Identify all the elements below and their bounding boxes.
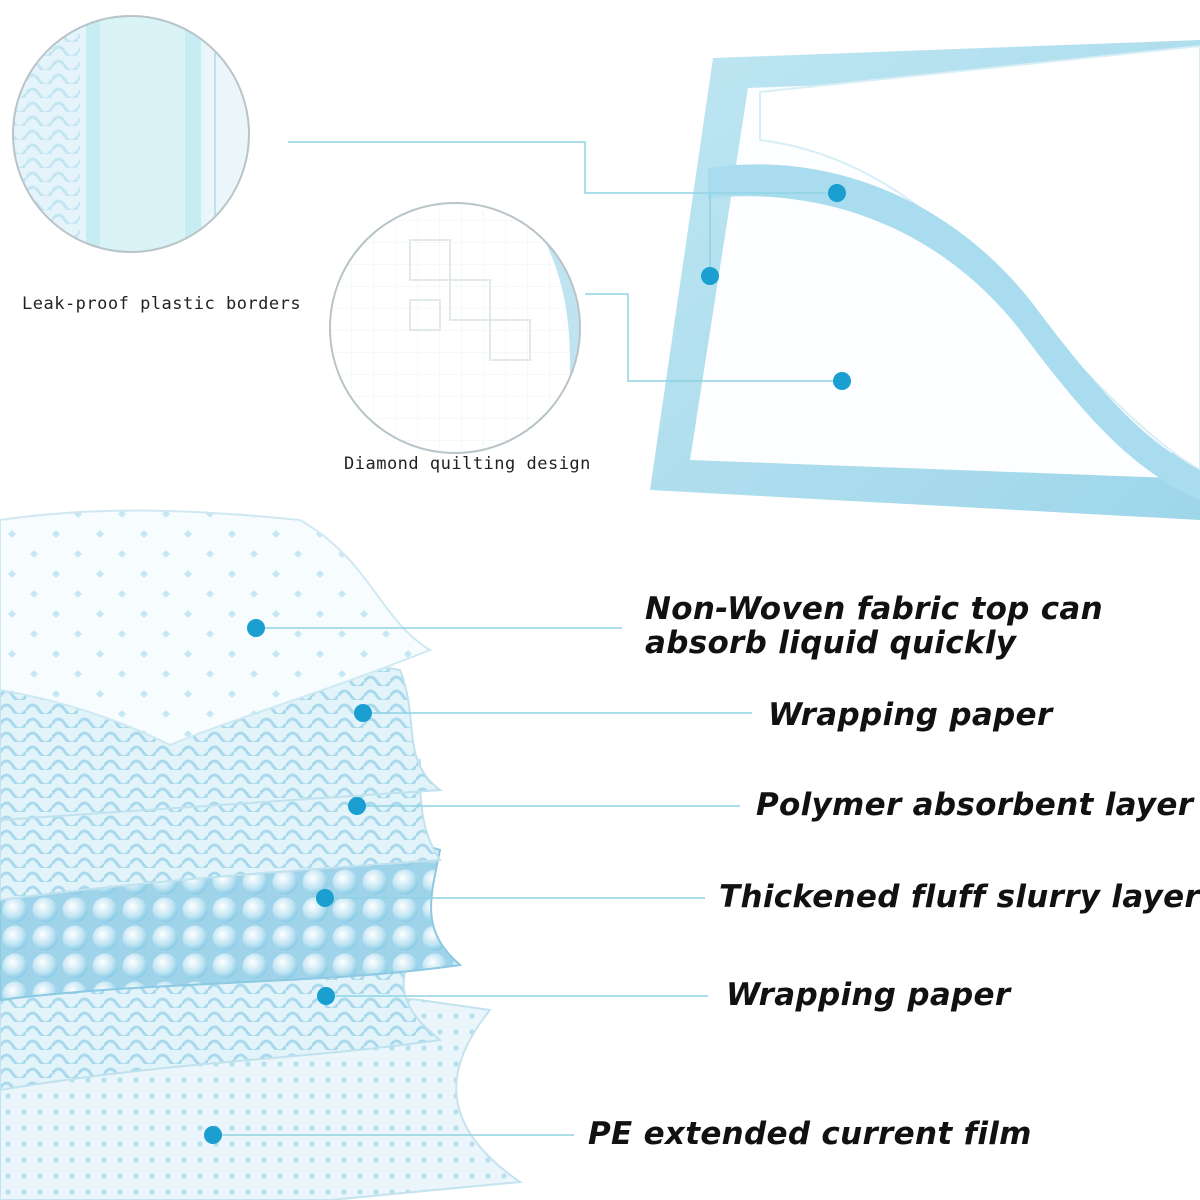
callout-dot — [204, 1126, 222, 1144]
layer-label-polymer: Polymer absorbent layer — [756, 787, 1194, 823]
layer-label-wrapping-paper-2: Wrapping paper — [726, 977, 1011, 1013]
leak-proof-label: Leak-proof plastic borders — [22, 294, 302, 314]
pad-illustration — [650, 40, 1200, 520]
callout-dot — [317, 987, 335, 1005]
layer-label-non-woven: Non-Woven fabric top can absorb liquid q… — [645, 591, 1104, 661]
callout-dot — [828, 184, 846, 202]
layer-label-pe-film: PE extended current film — [588, 1116, 1032, 1152]
callout-dot — [348, 797, 366, 815]
diamond-quilting-zoom — [329, 202, 581, 454]
leader-line-leak — [288, 141, 837, 194]
callout-dot — [354, 704, 372, 722]
layer-label-fluff-slurry: Thickened fluff slurry layer — [719, 879, 1200, 915]
top-leaders — [288, 141, 842, 382]
layer-stack — [0, 509, 523, 1200]
layer-non-woven-top — [0, 509, 433, 747]
layer-leaders — [204, 619, 752, 1144]
callout-dot — [247, 619, 265, 637]
pad-fold-edge — [708, 164, 1200, 500]
leak-proof-zoom — [12, 15, 250, 253]
layer-label-wrapping-paper-1: Wrapping paper — [768, 697, 1053, 733]
callout-dot — [701, 267, 719, 285]
callout-dot — [833, 372, 851, 390]
leader-line-diamond — [585, 293, 842, 382]
diamond-quilting-label: Diamond quilting design — [344, 454, 591, 474]
callout-dot — [316, 889, 334, 907]
